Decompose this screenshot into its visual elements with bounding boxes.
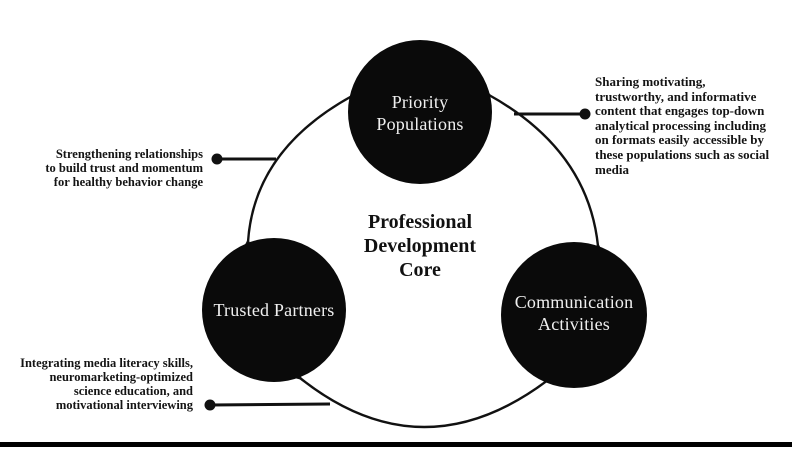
node-label-line: Priority [391, 92, 449, 112]
annotation-line: analytical processing including [595, 117, 766, 133]
callout-dot-integrating [204, 399, 216, 411]
arrow-trusted-communication [300, 378, 548, 429]
bottom-border-bar [0, 442, 792, 447]
node-trusted-partners-label: Trusted Partners [184, 299, 364, 321]
node-trusted-partners-circle [202, 238, 346, 382]
node-label-line: Communication [514, 292, 634, 312]
annotation-line: to build trust and momentum [45, 161, 203, 175]
arrow-priority-communication [489, 95, 598, 246]
center-title-line: Core [399, 259, 441, 281]
annotation-sharing: Sharing motivating, trustworthy, and inf… [595, 74, 773, 177]
node-priority-populations-label: Priority Populations [340, 91, 500, 135]
annotation-line: trustworthy, and informative [595, 88, 757, 104]
callout-dot-strengthening [211, 153, 223, 165]
annotation-line: neuromarketing-optimized [49, 370, 193, 384]
arrow-priority-trusted [248, 96, 352, 242]
callout-dot-sharing [579, 108, 591, 120]
annotation-line: Sharing motivating, [595, 74, 706, 89]
callout-line-integrating [209, 402, 331, 407]
node-label-line: Populations [376, 114, 464, 134]
annotation-line: Integrating media literacy skills, [20, 356, 193, 370]
annotation-line: motivational interviewing [55, 398, 193, 412]
annotation-line: Strengthening relationships [55, 147, 203, 161]
annotation-line: on formats easily accessible by [595, 132, 764, 148]
annotation-line: content that engages top-down [595, 103, 765, 119]
center-title-line: Professional [367, 211, 473, 233]
annotation-strengthening: Strengthening relationships to build tru… [20, 147, 203, 189]
node-label-line: Trusted Partners [213, 300, 335, 320]
annotation-integrating: Integrating media literacy skills, neuro… [10, 356, 193, 412]
annotation-line: media [595, 161, 629, 177]
center-title-line: Development [363, 235, 477, 257]
node-communication-activities-circle [501, 242, 647, 388]
node-label-line: Activities [538, 314, 610, 334]
annotation-line: science education, and [73, 384, 193, 398]
center-title: Professional Development Core [330, 210, 510, 282]
annotation-line: for healthy behavior change [53, 175, 203, 189]
node-communication-activities-label: Communication Activities [484, 291, 664, 335]
node-priority-populations-circle [348, 40, 492, 184]
annotation-line: these populations such as social [595, 146, 770, 162]
